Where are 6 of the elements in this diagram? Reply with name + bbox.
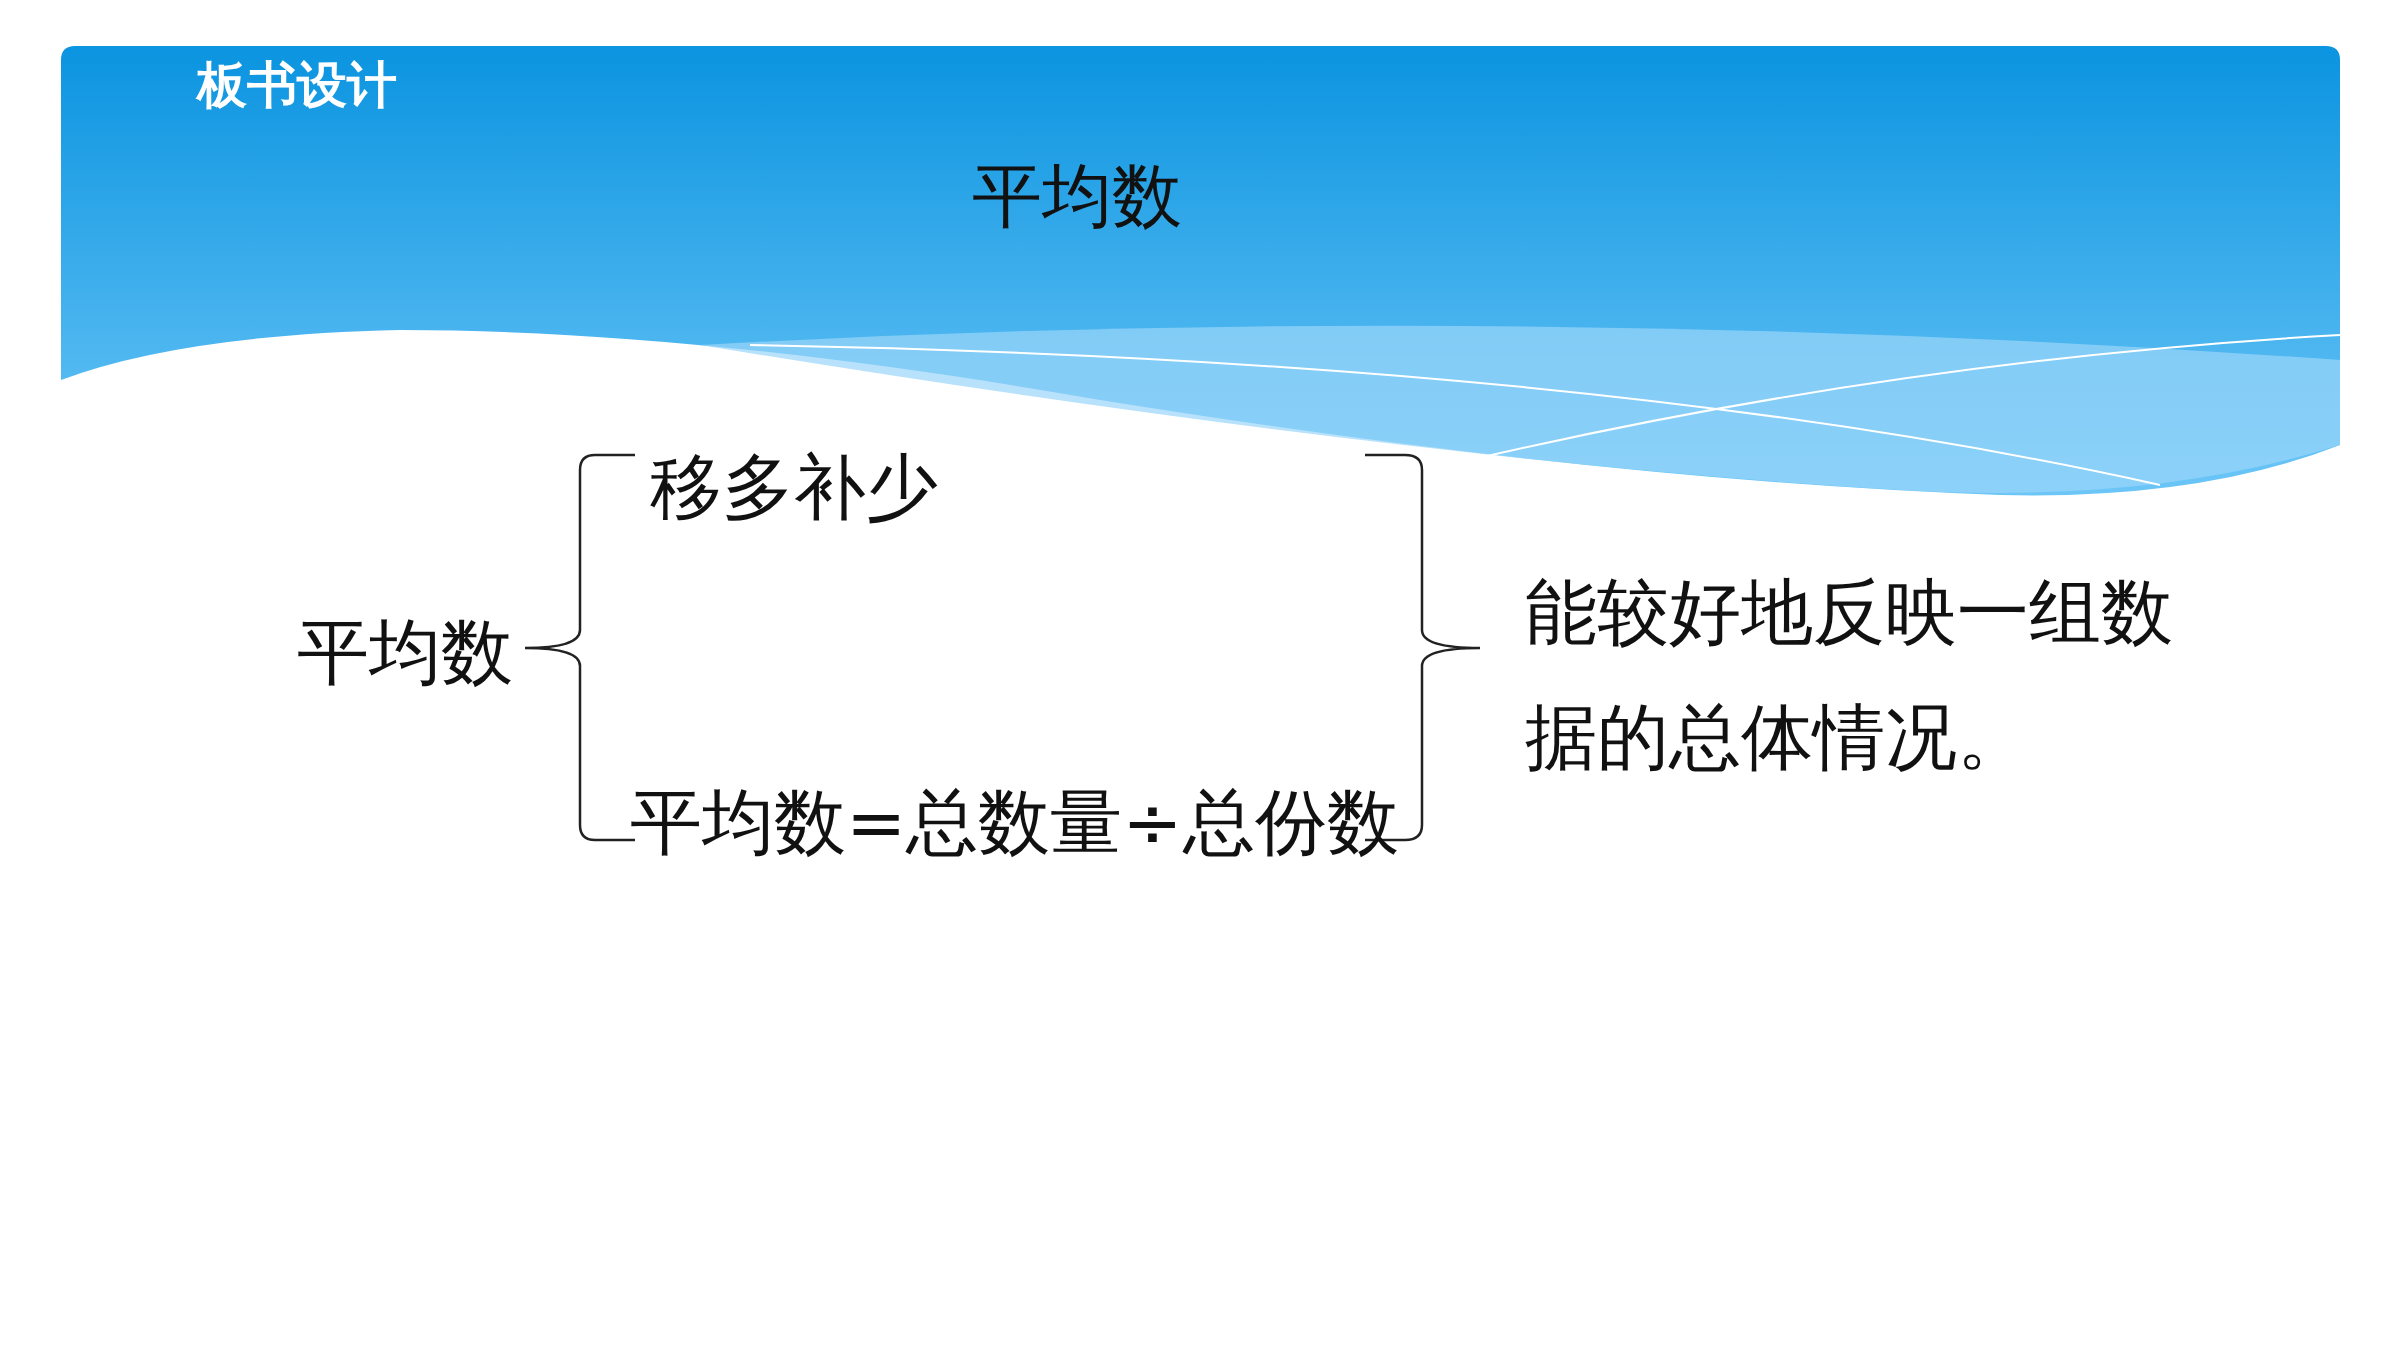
slide-title: 平均数 <box>972 154 1182 239</box>
conclusion-text: 能较好地反映一组数据的总体情况。 <box>1525 569 2174 781</box>
topic-label: 平均数 <box>297 609 513 696</box>
section-heading: 板书设计 <box>197 55 397 116</box>
formula-text: 平均数=总数量÷总份数 <box>630 779 1399 866</box>
method-text: 移多补少 <box>650 444 938 531</box>
